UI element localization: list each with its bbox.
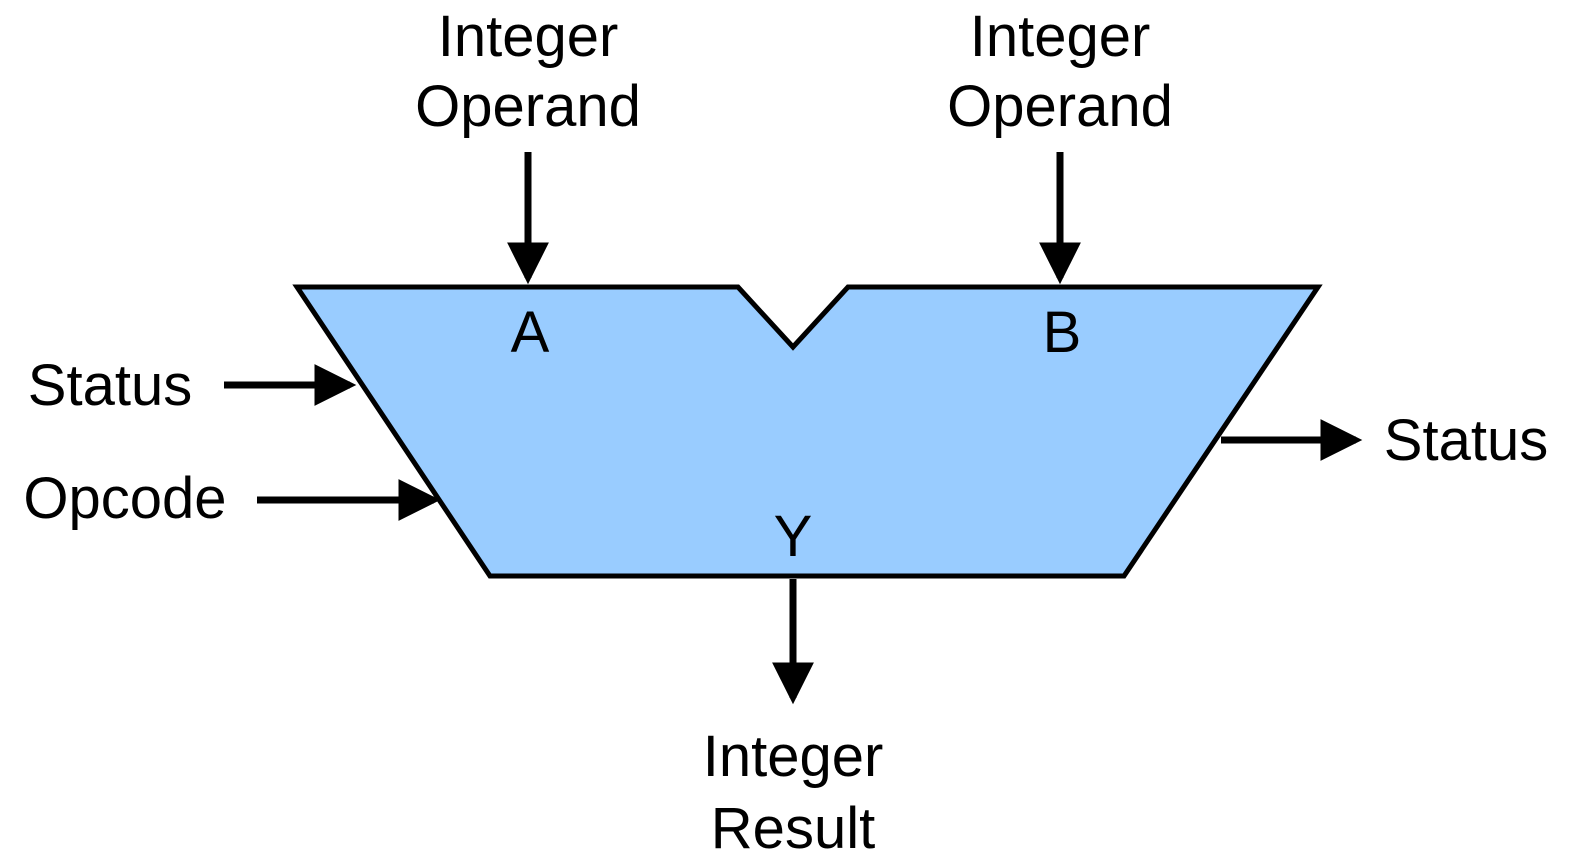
- alu-body: [292, 284, 1323, 579]
- operand-b-label-line1: Integer: [970, 4, 1151, 69]
- operand-a-label-line2: Operand: [415, 74, 641, 139]
- opcode-label: Opcode: [23, 466, 226, 531]
- operand-a-label-line1: Integer: [438, 4, 619, 69]
- operand-b-label-line2: Operand: [947, 74, 1173, 139]
- result-label-line2: Result: [711, 796, 875, 861]
- status-in-label: Status: [28, 353, 192, 418]
- port-a-label: A: [511, 300, 550, 365]
- status-out-label: Status: [1384, 408, 1548, 473]
- result-label-line1: Integer: [703, 724, 884, 789]
- port-y-label: Y: [774, 504, 813, 569]
- port-b-label: B: [1043, 300, 1082, 365]
